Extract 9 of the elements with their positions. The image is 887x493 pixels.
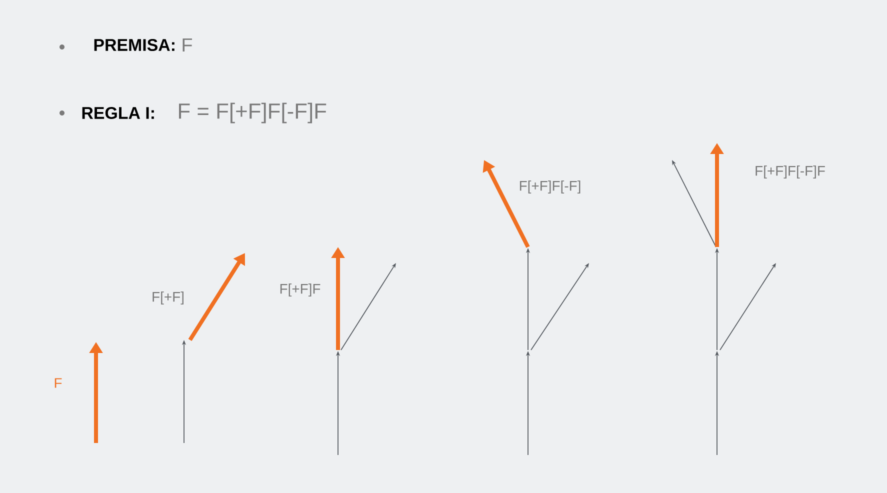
premise-value: F [182,38,192,52]
string-label: F [54,378,62,388]
rule-label: REGLA I: [82,107,154,119]
string-label: F[+F]F[-F] [520,180,580,194]
premise-label: PREMISA: [94,39,174,51]
string-label: F[+F] [152,292,184,304]
rule-formula: F = F[+F]F[-F]F [179,102,326,124]
string-label: F[+F]F[-F]F [756,166,825,178]
string-label: F[+F]F [280,284,320,296]
